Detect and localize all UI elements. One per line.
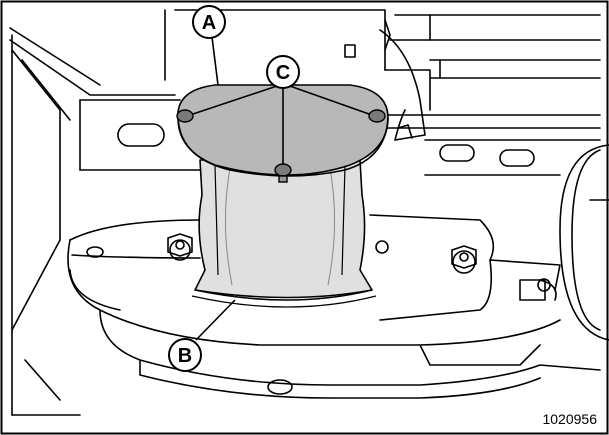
fasteners	[176, 109, 386, 183]
bolt-left	[86, 233, 193, 261]
leader-lines	[192, 36, 370, 341]
right-cover	[559, 144, 609, 341]
upper-plate	[79, 99, 601, 176]
left-panel	[11, 34, 81, 416]
callout-c: C	[266, 55, 300, 89]
hand-grip	[379, 29, 426, 141]
callout-b-label: B	[178, 345, 192, 367]
drum	[191, 159, 377, 308]
fastener-right	[368, 109, 386, 123]
fastener-left	[176, 109, 194, 123]
callout-a: A	[192, 5, 226, 39]
deck-plate	[67, 214, 601, 399]
fastener-front	[274, 163, 292, 177]
callout-b: B	[168, 338, 202, 372]
figure-number: 1020956	[542, 411, 597, 427]
callout-a-label: A	[202, 12, 216, 34]
upper-housing	[9, 9, 601, 129]
callout-c-label: C	[276, 62, 290, 84]
right-rails	[384, 14, 601, 79]
bolt-right	[375, 240, 551, 292]
